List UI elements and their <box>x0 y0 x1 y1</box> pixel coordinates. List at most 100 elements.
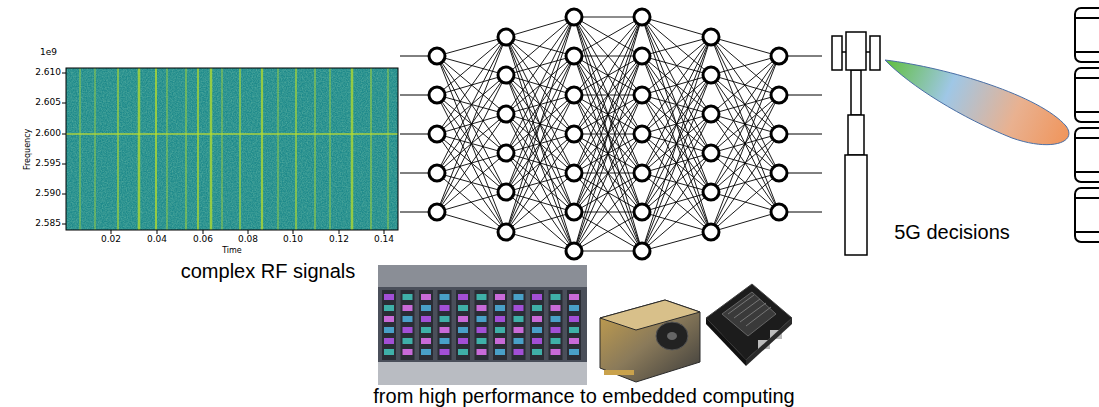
server-rack <box>419 290 433 360</box>
rack-light <box>532 338 542 344</box>
nn-connection <box>574 17 642 95</box>
rack-light <box>532 316 542 322</box>
rack-light <box>514 327 524 333</box>
neuron <box>771 165 787 181</box>
neuron <box>703 29 719 45</box>
nn-connection <box>711 37 779 95</box>
nn-connection <box>437 153 506 212</box>
nn-connection <box>711 56 779 153</box>
nn-connection <box>437 37 506 173</box>
rack-light <box>495 349 505 355</box>
neuron <box>566 126 582 142</box>
nn-connection <box>711 56 779 232</box>
neuron <box>429 48 445 64</box>
rack-light <box>421 349 431 355</box>
rack-light <box>384 349 394 355</box>
nn-connection <box>711 37 779 173</box>
rack-light <box>477 316 487 322</box>
server-rack <box>401 290 415 360</box>
rack-light <box>514 338 524 344</box>
caption-text: complex RF signals <box>181 260 356 282</box>
rack-light <box>421 305 431 311</box>
rack-light <box>495 294 505 300</box>
rack-light <box>514 349 524 355</box>
nn-connection <box>574 56 642 251</box>
nn-connection <box>574 95 642 251</box>
rack-light <box>477 349 487 355</box>
nn-connection <box>574 56 642 251</box>
nn-connection <box>506 232 574 251</box>
nn-connection <box>574 17 642 212</box>
nn-connection <box>437 37 506 212</box>
neuron <box>498 67 514 83</box>
rack-light <box>440 305 450 311</box>
nn-connection <box>642 17 711 114</box>
nn-connection <box>642 37 711 173</box>
rack-light <box>551 294 561 300</box>
rack-light <box>421 338 431 344</box>
neuron <box>771 126 787 142</box>
x-tick-label: 0.14 <box>374 235 394 245</box>
rack-light <box>440 349 450 355</box>
nn-connection <box>574 17 642 251</box>
neuron <box>703 224 719 240</box>
nn-connection <box>642 37 711 212</box>
x-tick-label: 0.12 <box>329 235 349 245</box>
neuron <box>566 243 582 259</box>
y-tick-label: 2.610 <box>35 68 61 78</box>
rack-light <box>403 294 413 300</box>
nn-connection <box>506 17 574 114</box>
x-tick-label: 0.06 <box>193 235 213 245</box>
rack-light <box>495 338 505 344</box>
neuron <box>771 48 787 64</box>
nn-connection <box>506 212 574 232</box>
y-tick-label: 2.590 <box>35 189 61 199</box>
x-tick-label: 0.02 <box>101 235 121 245</box>
nn-connection <box>437 192 506 212</box>
y-tick-label: 2.585 <box>35 219 61 229</box>
rack-light <box>458 316 468 322</box>
y-axis-title: Frequency <box>25 128 34 169</box>
nn-connection <box>642 17 711 37</box>
nn-connection <box>642 37 711 134</box>
embedded-board <box>706 284 792 366</box>
server-rack <box>549 290 563 360</box>
server-rack <box>493 290 507 360</box>
rack-light <box>403 338 413 344</box>
rack-light <box>495 316 505 322</box>
nn-connection <box>437 56 506 232</box>
nn-connection <box>506 17 574 37</box>
neuron <box>703 145 719 161</box>
neuron <box>429 87 445 103</box>
nn-connection <box>506 17 574 192</box>
neuron <box>566 204 582 220</box>
nn-connection <box>506 17 574 232</box>
nn-connection <box>574 173 642 251</box>
rack-light <box>458 338 468 344</box>
nn-connection <box>574 17 642 18</box>
nn-connection <box>711 212 779 232</box>
rack-light <box>421 316 431 322</box>
neuron <box>703 106 719 122</box>
neuron <box>771 87 787 103</box>
nn-connection <box>574 212 642 251</box>
rack-light <box>551 327 561 333</box>
nn-connection <box>642 192 711 251</box>
neuron <box>634 243 650 259</box>
neural-network <box>400 9 822 259</box>
server-rack <box>382 290 396 360</box>
nn-connection <box>711 56 779 192</box>
nn-connection <box>437 212 506 232</box>
rack-light <box>421 327 431 333</box>
nn-connection <box>642 17 711 153</box>
y-tick-label: 2.595 <box>35 159 61 169</box>
server-rack <box>438 290 452 360</box>
rack-light <box>440 327 450 333</box>
rack-light <box>477 327 487 333</box>
nn-connection <box>642 37 711 251</box>
rack-light <box>569 327 579 333</box>
rack-light <box>495 327 505 333</box>
rack-light <box>532 294 542 300</box>
rack-light <box>403 316 413 322</box>
rack-light <box>477 305 487 311</box>
